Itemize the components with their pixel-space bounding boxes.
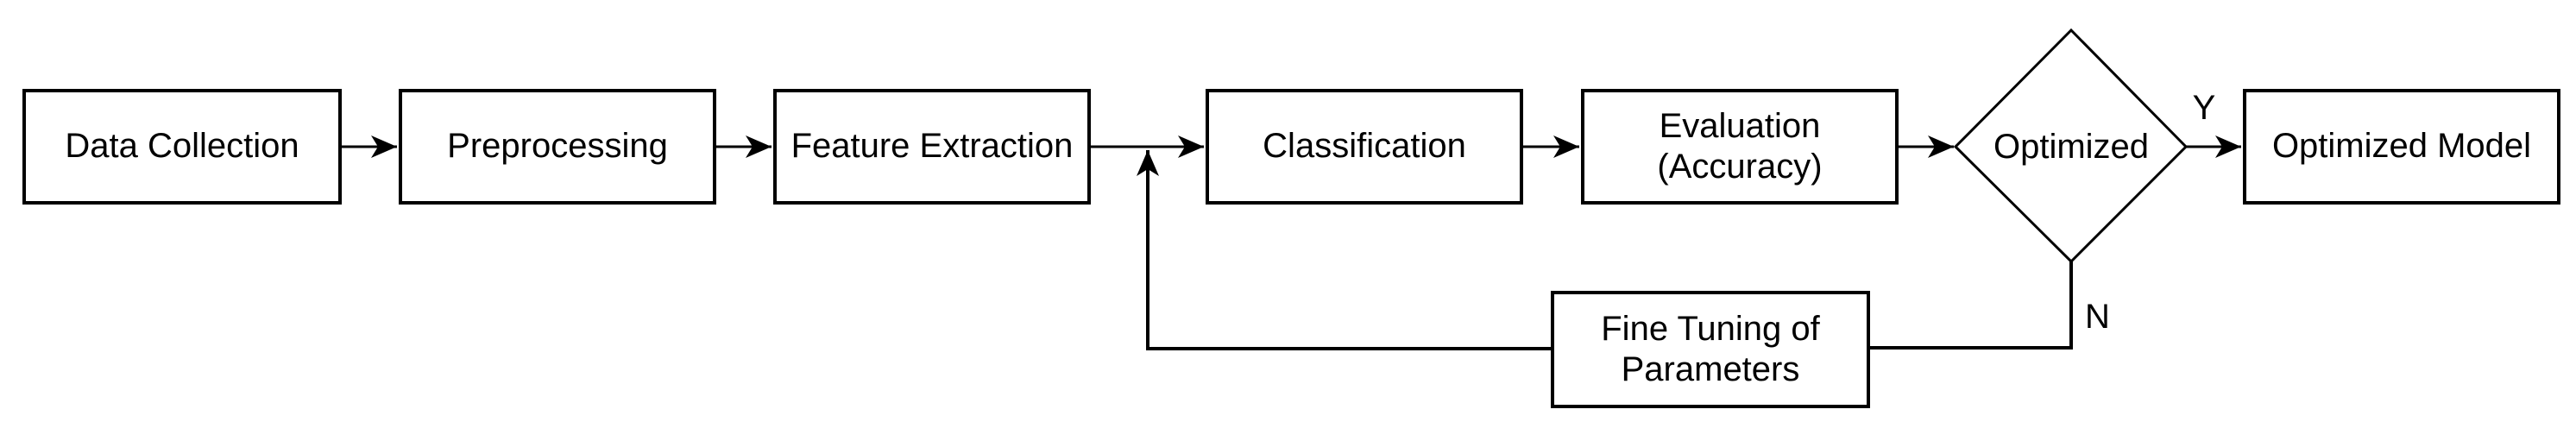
node-fine-tuning-label-line2: Parameters <box>1621 350 1800 388</box>
node-optimized-model-label: Optimized Model <box>2271 127 2532 166</box>
node-feature-extraction-label: Feature Extraction <box>790 127 1074 166</box>
node-optimized-model: Optimized Model <box>2243 89 2560 205</box>
node-classification: Classification <box>1206 89 1523 205</box>
edge-finetuning-feedback <box>1137 150 1551 350</box>
edge-optimized-finetuning <box>1869 261 2073 350</box>
node-data-collection: Data Collection <box>22 89 342 205</box>
node-evaluation-label-line1: Evaluation <box>1659 106 1821 145</box>
node-fine-tuning-label-line1: Fine Tuning of <box>1601 309 1820 348</box>
node-fine-tuning: Fine Tuning of Parameters <box>1551 291 1870 408</box>
node-preprocessing: Preprocessing <box>399 89 716 205</box>
node-optimized-decision-label: Optimized <box>1993 128 2150 166</box>
node-classification-label: Classification <box>1263 127 1466 166</box>
edge-label-no: N <box>2085 298 2110 336</box>
node-data-collection-label: Data Collection <box>65 127 299 166</box>
decision-diamond-shape <box>1953 28 2189 264</box>
node-evaluation: Evaluation (Accuracy) <box>1581 89 1899 205</box>
edge-label-yes: Y <box>2192 89 2216 127</box>
node-evaluation-label-line2: (Accuracy) <box>1657 148 1823 186</box>
node-feature-extraction: Feature Extraction <box>773 89 1091 205</box>
node-preprocessing-label: Preprocessing <box>447 127 668 166</box>
